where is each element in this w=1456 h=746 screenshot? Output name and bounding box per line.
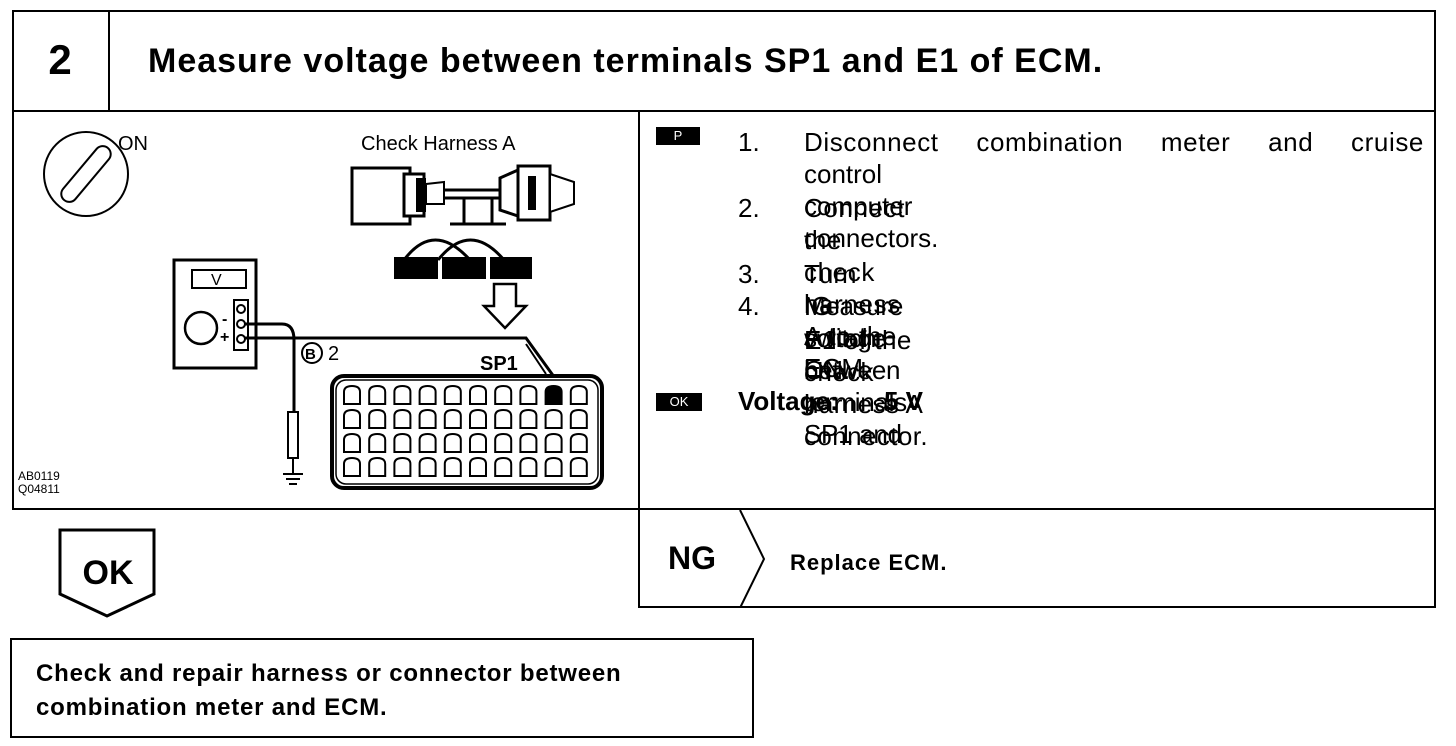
figure-code: AB0119 [18,469,60,483]
ecm-pin [544,456,563,477]
ecm-pin [443,432,462,453]
meter-label: V [211,272,222,289]
wiring-diagram: ON Check Harness A V - + [18,131,604,496]
ecm-pin [368,408,387,429]
step-text: Measure voltage between terminals SP1 an… [804,291,907,449]
ecm-pin [469,432,487,453]
harness-ecm-connector-icon [350,166,445,226]
step-number: 2. [738,193,760,223]
ecm-pin [494,384,513,405]
ecm-pin [494,456,513,477]
procedure-panel [12,110,1436,510]
step-number: 2 [48,36,72,83]
harness-vehicle-connector-icon [498,164,575,222]
step-number: 1. [738,127,760,157]
connector-marker-icon [301,342,323,364]
ecm-pin [469,408,487,429]
step-text: E1 of the check harness A connector. [804,325,928,451]
panel-divider [638,110,640,608]
ecm-pin [393,408,412,429]
ecm-pin [418,432,437,453]
voltmeter-icon [172,258,258,370]
ecm-pin-sp1 [544,384,563,405]
ecm-pin [418,408,437,429]
ok-action-box [10,638,754,738]
step-text: Connect the check harness A to the ECM. [804,193,906,383]
ecm-pin [393,432,412,453]
prep-badge: P [656,127,700,145]
ok-action-line: Check and repair harness or connector be… [36,660,622,687]
step-text: Turn IG switch ON. [804,259,877,385]
check-connector-block [490,257,532,279]
ecm-pin [443,384,462,405]
ng-action: Replace ECM. [790,550,948,575]
ecm-pin [343,432,361,453]
negative-lead [244,322,296,412]
ecm-connector-icon [330,374,604,490]
ecm-pin [418,456,437,477]
step-text: control computer connectors. [804,159,939,253]
ground-icon [283,473,303,485]
ecm-pin [368,456,387,477]
ignition-switch-icon [43,131,129,217]
step-list: 1. Disconnect combination meter and crui… [738,126,1423,451]
switch-label: ON [118,133,148,155]
ok-arrow-box [58,528,156,618]
connector-pin: 2 [328,343,339,365]
ecm-pin [368,384,387,405]
ng-branch-right-edge [1434,510,1436,608]
ok-badge: OK [656,393,702,411]
harness-label: Check Harness A [361,133,516,155]
ng-arrow-divider [739,510,766,608]
spec-label: Voltage: [738,386,839,416]
check-connector-block [442,257,486,279]
ecm-pin [519,408,538,429]
ok-label: OK [82,554,134,592]
step-number-divider [108,10,110,112]
ecm-pin [569,432,588,453]
ecm-pin [443,408,462,429]
ecm-pin [494,432,513,453]
ecm-pin [544,432,563,453]
ecm-pin [368,432,387,453]
page-title: Measure voltage between terminals SP1 an… [148,42,1104,80]
ecm-pin [519,384,538,405]
step-number: 3. [738,259,760,289]
terminal-label: SP1 [480,353,518,375]
ecm-pin [469,384,487,405]
ecm-pin [469,456,487,477]
ng-branch-box [638,606,1436,608]
ecm-pin [519,456,538,477]
ecm-pin [393,456,412,477]
ecm-pin [343,384,361,405]
ecm-pin [418,384,437,405]
ecm-pin [494,408,513,429]
ecm-pin [569,408,588,429]
ecm-pin [569,456,588,477]
meter-plus: + [220,329,229,346]
ecm-pin [544,408,563,429]
ok-action-line: combination meter and ECM. [36,694,388,721]
down-arrow-icon [481,282,529,330]
connector-label: B [305,346,316,363]
ecm-pin [343,456,361,477]
ng-label: NG [668,540,716,576]
ecm-pin [569,384,588,405]
ecm-pin [393,384,412,405]
ecm-pin [343,408,361,429]
figure-code: Q04811 [18,482,60,496]
meter-minus: - [222,311,227,328]
ecm-pin [519,432,538,453]
spec-value: 5 V [884,386,924,416]
check-connector-block [394,257,438,279]
step-number: 4. [738,291,760,321]
step-text: Disconnect combination meter and cruise [804,127,1424,157]
ecm-pin [443,456,462,477]
